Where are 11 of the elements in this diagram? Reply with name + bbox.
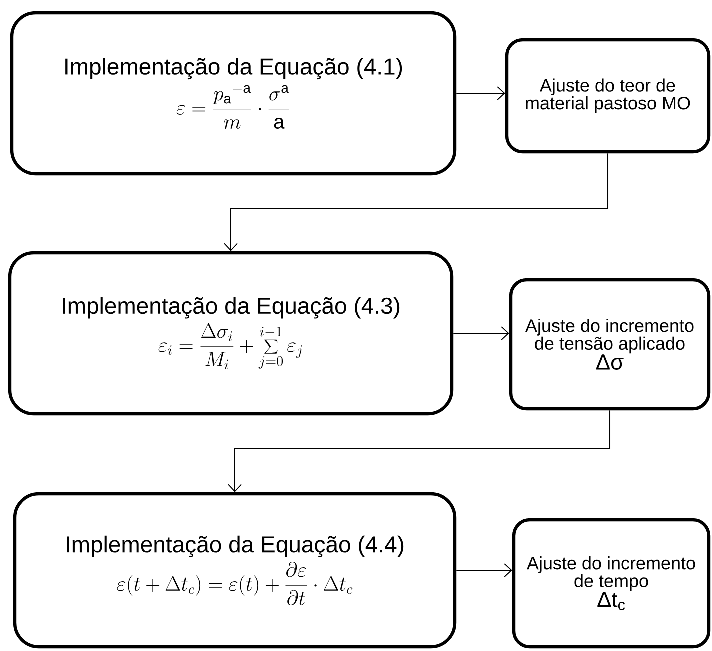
- process-box: Ajuste do incremento de tensão aplicado Δσ: [509, 278, 711, 411]
- process-box: Ajuste do teor de material pastoso MO: [505, 38, 711, 154]
- arrow: [456, 564, 512, 578]
- arrow: [453, 326, 510, 340]
- process-box: Implementação da Equação (4.1) $\varepsilon = \frac{{p_{\mathrm{a}}}^{-\mathrm{a}}}{m} \cdot \frac{\sigma^{\mathrm{a}}}{\mathrm{a}}$: [10, 11, 457, 176]
- arrow: [224, 153, 608, 252]
- arrow: [456, 86, 506, 100]
- process-box: Implementação da Equação (4.4) $\varepsilon(t+\Delta t_c) = \varepsilon(t) + \frac{\partial \varepsilon}{\partial t} \cdot \Delta t_c$: [13, 492, 457, 649]
- process-box: Ajuste do incremento de tempo Δt$_{c}$: [512, 518, 711, 649]
- process-box: Implementação da Equação (4.3) $\varepsilon_i = \frac{\Delta\sigma_i}{M_i} + \sum_{j=0}^{i-1} \varepsilon_j$: [8, 251, 454, 416]
- arrow: [228, 410, 610, 492]
